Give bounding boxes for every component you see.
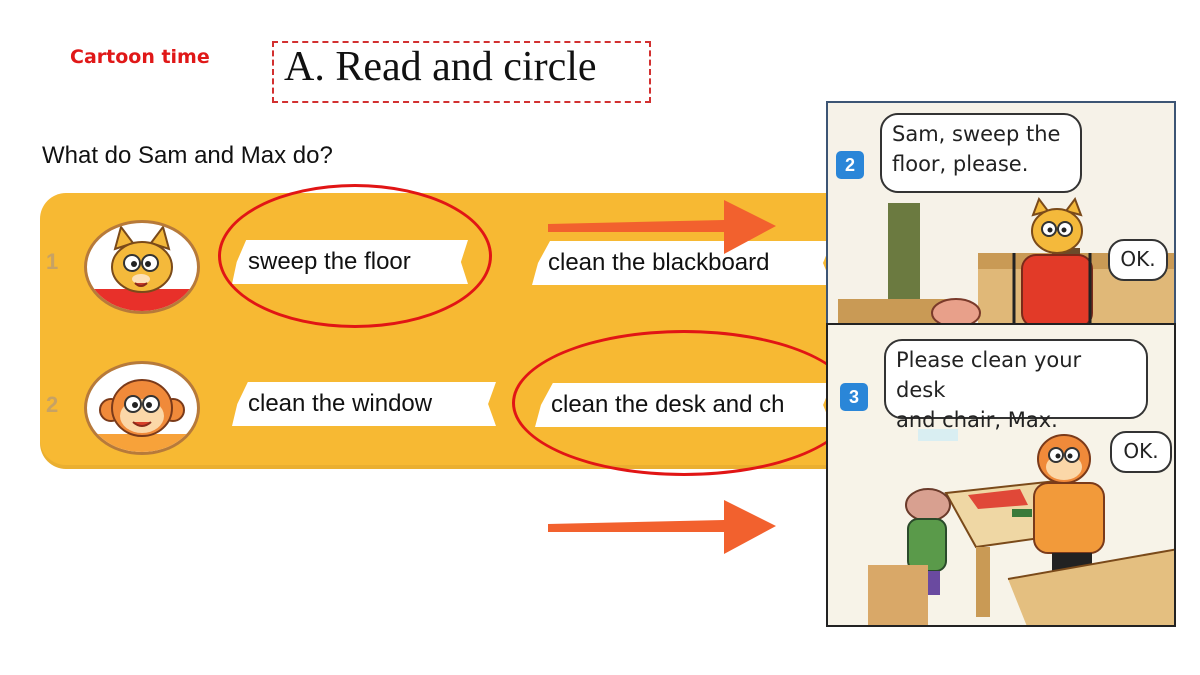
cat-face-icon xyxy=(87,224,197,311)
answer-circle-row-1 xyxy=(218,184,492,328)
reply-bubble-panel-2: OK. xyxy=(1108,239,1168,281)
cat-avatar xyxy=(84,220,200,314)
comic-panel-3: 3 Please clean your desk and chair, Max.… xyxy=(826,323,1176,627)
arrow-right-icon xyxy=(548,500,776,554)
answer-circle-row-2 xyxy=(512,330,856,476)
speech-line: floor, please. xyxy=(892,152,1029,176)
reply-bubble-panel-3: OK. xyxy=(1110,431,1172,473)
monkey-face-icon xyxy=(87,379,197,452)
monkey-avatar xyxy=(84,361,200,455)
panel-3-badge: 3 xyxy=(840,383,868,411)
panel-2-badge: 2 xyxy=(836,151,864,179)
title-box xyxy=(272,41,651,103)
speech-line: and chair, Max. xyxy=(896,408,1058,432)
page-title: A. Read and circle xyxy=(284,44,597,90)
arrow-right-icon xyxy=(548,200,776,254)
option-clean-the-window[interactable]: clean the window xyxy=(232,382,496,426)
speech-bubble-panel-2: Sam, sweep the floor, please. xyxy=(880,113,1082,193)
speech-line: Sam, sweep the xyxy=(892,122,1061,146)
cartoon-time-label: Cartoon time xyxy=(70,46,210,68)
question-text: What do Sam and Max do? xyxy=(42,142,333,169)
comic-panel-2: 2 Sam, sweep the floor, please. OK. xyxy=(826,101,1176,325)
row-2-number: 2 xyxy=(46,392,59,417)
speech-line: Please clean your desk xyxy=(896,348,1082,402)
option-clean-the-blackboard[interactable]: clean the blackboard xyxy=(532,241,832,285)
speech-bubble-panel-3: Please clean your desk and chair, Max. xyxy=(884,339,1148,432)
row-1-number: 1 xyxy=(46,249,59,274)
